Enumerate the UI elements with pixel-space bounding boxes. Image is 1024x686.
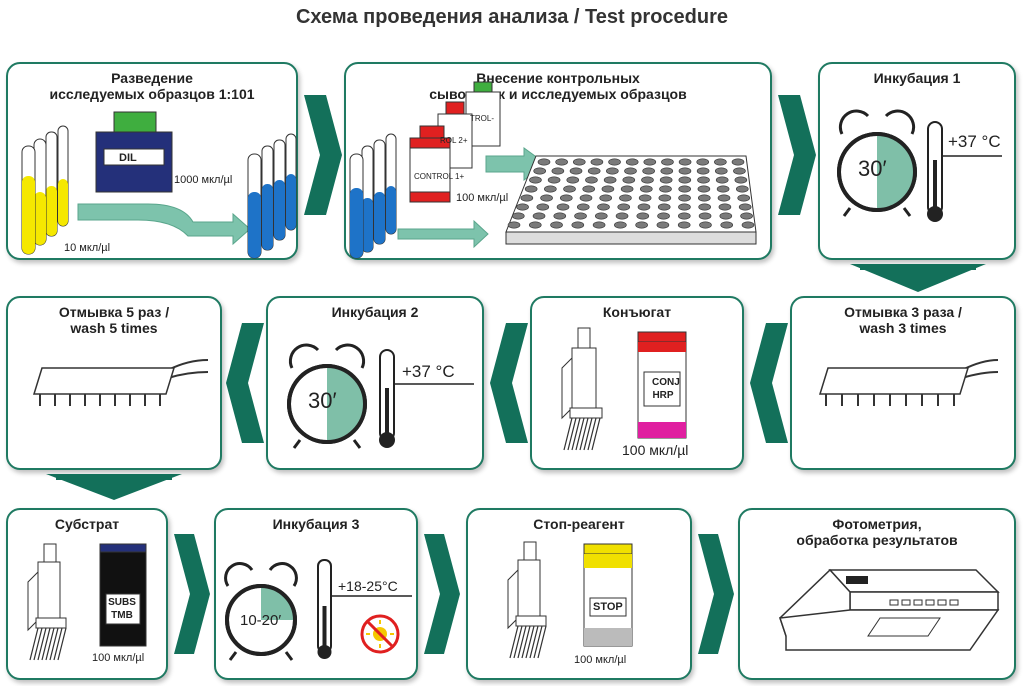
step-incubation-3-title: Инкубация 3 bbox=[272, 516, 360, 532]
thermometer-icon bbox=[317, 559, 412, 659]
stop-reagent-illustration bbox=[507, 541, 633, 659]
substrate-vial-icon bbox=[99, 543, 147, 647]
add-samples-illustration bbox=[349, 81, 757, 259]
incubation-3-illustration bbox=[224, 559, 412, 661]
photometry-illustration bbox=[778, 568, 1000, 651]
wash-3-illustration bbox=[818, 359, 999, 406]
flow-arrow-right-icon bbox=[304, 95, 342, 215]
blue-tubes-icon bbox=[349, 133, 397, 259]
dilution-illustration bbox=[21, 111, 297, 259]
flow-arrow-right-icon bbox=[698, 534, 734, 654]
plate-reader-icon bbox=[778, 568, 1000, 651]
dil-label: DIL bbox=[119, 152, 137, 164]
step-incubation-3: Инкубация 3 10-20′ +18-25°C bbox=[214, 508, 418, 680]
step-conjugate: Конъюгат CONJ HRP 100 мкл/µl bbox=[530, 296, 744, 470]
microplate-icon bbox=[505, 155, 757, 245]
stop-vial-label: STOP bbox=[593, 601, 623, 613]
step-stop-reagent-title: Стоп-реагент bbox=[533, 516, 625, 532]
control2-label: ROL 2+ bbox=[440, 136, 468, 145]
flow-arrow-right-icon bbox=[778, 95, 816, 215]
flow-arrow-left-icon bbox=[226, 323, 264, 443]
step-incubation-2: Инкубация 2 30′ +37 °C bbox=[266, 296, 484, 470]
incubation-1-illustration bbox=[837, 109, 1002, 222]
step-incubation-1-title: Инкубация 1 bbox=[873, 70, 961, 86]
thermometer-icon bbox=[379, 349, 474, 448]
flow-arrow-right-icon bbox=[424, 534, 460, 654]
conjugate-vial-label: CONJ HRP bbox=[652, 377, 680, 401]
substrate-vial-label: SUBS TMB bbox=[108, 597, 136, 621]
washer-head-icon bbox=[818, 359, 999, 406]
diluent-bottle-icon bbox=[95, 111, 173, 193]
volume-label: 100 мкл/µl bbox=[622, 442, 689, 458]
temperature-label: +37 °C bbox=[402, 362, 455, 381]
multichannel-pipette-icon bbox=[561, 327, 603, 451]
step-wash-3: Отмывка 3 раза / wash 3 times bbox=[790, 296, 1016, 470]
step-photometry: Фотометрия, обработка результатов bbox=[738, 508, 1016, 680]
wash-5-illustration bbox=[32, 359, 209, 406]
time-label: 10-20′ bbox=[240, 612, 282, 629]
incubation-2-illustration bbox=[287, 343, 474, 449]
step-incubation-2-title: Инкубация 2 bbox=[331, 304, 419, 320]
step-conjugate-title: Конъюгат bbox=[602, 304, 672, 320]
alarm-clock-icon bbox=[287, 343, 367, 449]
step-wash-5: Отмывка 5 раз / wash 5 times bbox=[6, 296, 222, 470]
volume-label: 100 мкл/µl bbox=[574, 654, 627, 666]
step-wash-3-title: Отмывка 3 раза / wash 3 times bbox=[844, 304, 962, 336]
temperature-label: +18-25°C bbox=[338, 578, 398, 594]
flow-arrow-left-icon bbox=[750, 323, 788, 443]
temperature-label: +37 °C bbox=[948, 132, 1001, 151]
volume-large-label: 1000 мкл/µl bbox=[174, 174, 233, 186]
control-label: CONTROL 1+ bbox=[414, 172, 465, 181]
step-stop-reagent: Стоп-реагент STOP 100 мкл/µl bbox=[466, 508, 692, 680]
diagram-title: Схема проведения анализа / Test procedur… bbox=[295, 6, 729, 28]
volume-small-label: 10 мкл/µl bbox=[64, 242, 111, 254]
alarm-clock-icon bbox=[837, 109, 917, 217]
step-substrate-title: Субстрат bbox=[54, 516, 120, 532]
blue-tubes-icon bbox=[247, 133, 297, 259]
time-label: 30′ bbox=[308, 388, 337, 413]
time-label: 30′ bbox=[858, 156, 887, 181]
washer-head-icon bbox=[32, 359, 209, 406]
step-substrate: Субстрат SUBS TMB 100 мкл/µl bbox=[6, 508, 168, 680]
step-add-samples: Внесение контрольных сывороток и исследу… bbox=[344, 62, 772, 260]
step-photometry-title: Фотометрия, обработка результатов bbox=[796, 516, 958, 548]
volume-label: 100 мкл/µl bbox=[456, 192, 509, 204]
step-dilution: Разведение исследуемых образцов 1:101 bbox=[6, 62, 298, 260]
step-incubation-1: Инкубация 1 30′ +37 °C bbox=[818, 62, 1016, 260]
conjugate-vial-icon bbox=[637, 331, 687, 439]
flow-arrow-down-icon bbox=[850, 264, 986, 292]
flow-arrow-down-icon bbox=[46, 474, 182, 500]
multichannel-pipette-icon bbox=[507, 541, 547, 659]
volume-label: 100 мкл/µl bbox=[92, 652, 145, 664]
flow-arrow-left-icon bbox=[490, 323, 528, 443]
step-dilution-title: Разведение исследуемых образцов 1:101 bbox=[49, 70, 255, 102]
stop-vial-icon bbox=[583, 543, 633, 647]
conjugate-illustration bbox=[561, 327, 687, 451]
thermometer-icon bbox=[927, 121, 1002, 222]
alarm-clock-icon bbox=[224, 562, 298, 661]
multichannel-pipette-icon bbox=[27, 543, 67, 661]
control-vials-icon bbox=[409, 81, 501, 203]
substrate-illustration bbox=[27, 543, 147, 661]
control3-label: TROL- bbox=[470, 114, 494, 123]
step-wash-5-title: Отмывка 5 раз / wash 5 times bbox=[58, 304, 170, 336]
no-sun-icon bbox=[360, 614, 400, 654]
flow-arrow-right-icon bbox=[174, 534, 210, 654]
yellow-tubes-icon bbox=[21, 125, 69, 255]
